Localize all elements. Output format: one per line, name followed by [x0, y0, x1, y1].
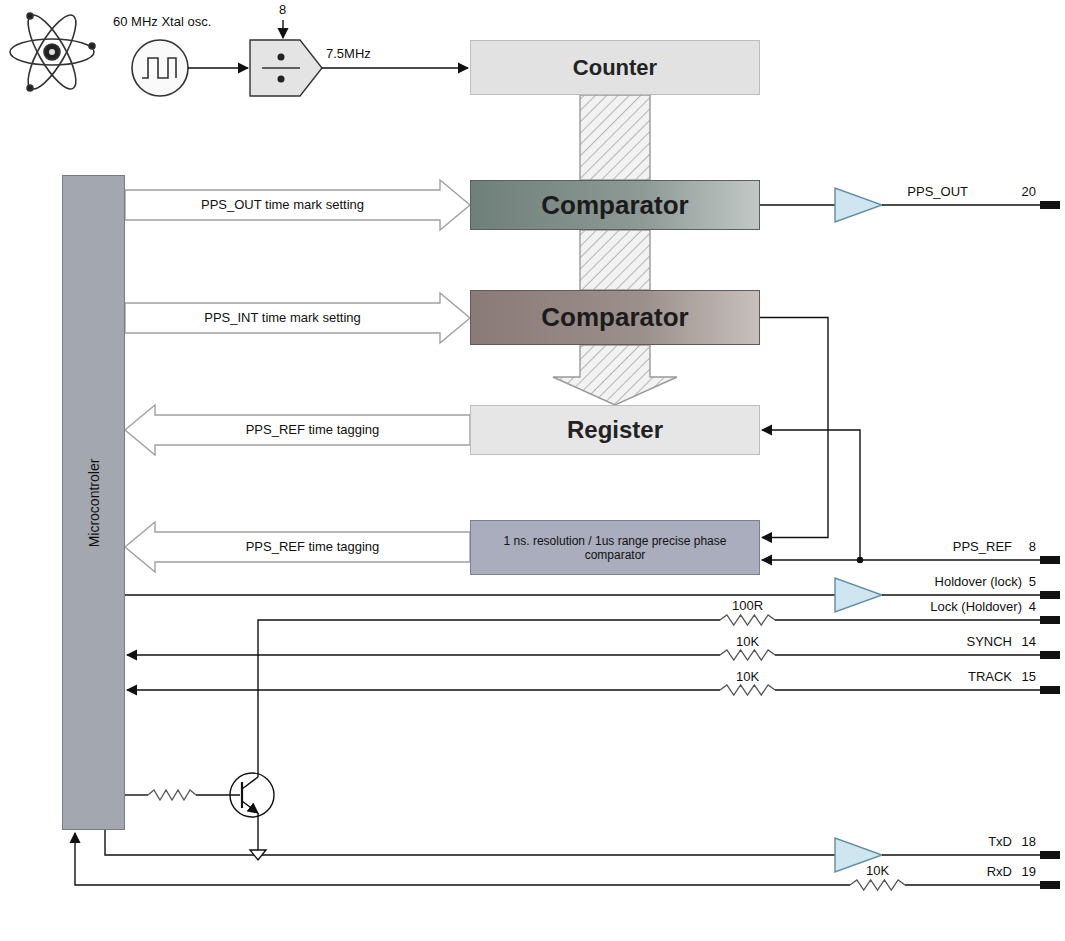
pin-number: 19	[1022, 864, 1036, 880]
resistor-symbol	[850, 880, 905, 890]
signal-label: 60 MHz Xtal osc.	[113, 14, 211, 30]
pin-number: 20	[1022, 184, 1036, 200]
signal-wire	[760, 318, 828, 538]
block-arrow	[125, 405, 470, 455]
resistor-symbol	[720, 615, 775, 625]
signal-label: PPS_OUT	[907, 184, 968, 200]
signal-label: Lock (Holdover)	[930, 599, 1022, 615]
comparator-block: Comparator	[470, 180, 760, 230]
block-label: Comparator	[541, 302, 688, 333]
divider-symbol	[250, 40, 322, 96]
signal-label: Holdover (lock)	[935, 574, 1022, 590]
divide-ratio-wire	[282, 20, 283, 38]
phase-comparator-block: 1 ns. resolution / 1us range precise pha…	[470, 520, 760, 575]
pin-number: 14	[1022, 634, 1036, 650]
signal-label: TRACK	[968, 669, 1012, 685]
block-arrow	[125, 293, 470, 343]
counter-block: Counter	[470, 40, 760, 95]
oscillator-symbol	[132, 40, 188, 96]
output-wires	[75, 188, 1040, 885]
clock-wire	[188, 67, 248, 68]
edge-label: PPS_INT time mark setting	[201, 310, 364, 326]
resistor-symbols	[148, 615, 905, 890]
signal-label: 100R	[732, 598, 763, 614]
signal-label: TxD	[988, 834, 1012, 850]
pin-number: 8	[279, 2, 286, 18]
data-bus	[580, 95, 650, 180]
signal-label: 10K	[736, 669, 759, 685]
block-label: Microcontroler	[86, 458, 102, 547]
transistor-symbol	[230, 773, 274, 850]
signal-label: RxD	[987, 864, 1012, 880]
pin-number: 18	[1022, 834, 1036, 850]
microcontroller-bar: Microcontroler	[62, 175, 125, 830]
signal-label: 10K	[866, 863, 889, 879]
data-bus	[553, 345, 677, 405]
edge-label: PPS_REF time tagging	[243, 539, 383, 555]
block-arrow	[125, 522, 470, 572]
edge-label: PPS_OUT time mark setting	[198, 197, 367, 213]
atom-icon	[10, 9, 95, 95]
ground-symbol	[250, 850, 266, 860]
data-bus	[580, 230, 650, 290]
signal-label: PPS_REF	[953, 539, 1012, 555]
signal-label: 10K	[736, 634, 759, 650]
resistor-symbol	[720, 650, 775, 660]
pin-number: 8	[1029, 539, 1036, 555]
pin-number: 5	[1029, 574, 1036, 590]
pin-number: 4	[1029, 599, 1036, 615]
block-label: Counter	[573, 55, 657, 81]
comparator-block: Comparator	[470, 290, 760, 345]
signal-label: SYNCH	[966, 634, 1012, 650]
pin-number: 15	[1022, 669, 1036, 685]
register-block: Register	[470, 405, 760, 455]
resistor-symbol	[720, 685, 775, 695]
pin-terminals	[1040, 201, 1060, 889]
edge-label: PPS_REF time tagging	[243, 422, 383, 438]
block-label: 1 ns. resolution / 1us range precise pha…	[481, 534, 749, 562]
clock-wire	[322, 67, 468, 68]
signal-label: 7.5MHz	[326, 46, 371, 62]
block-arrow	[125, 180, 470, 230]
block-label: Comparator	[541, 190, 688, 221]
resistor-symbol	[148, 790, 196, 800]
block-label: Register	[567, 416, 663, 444]
